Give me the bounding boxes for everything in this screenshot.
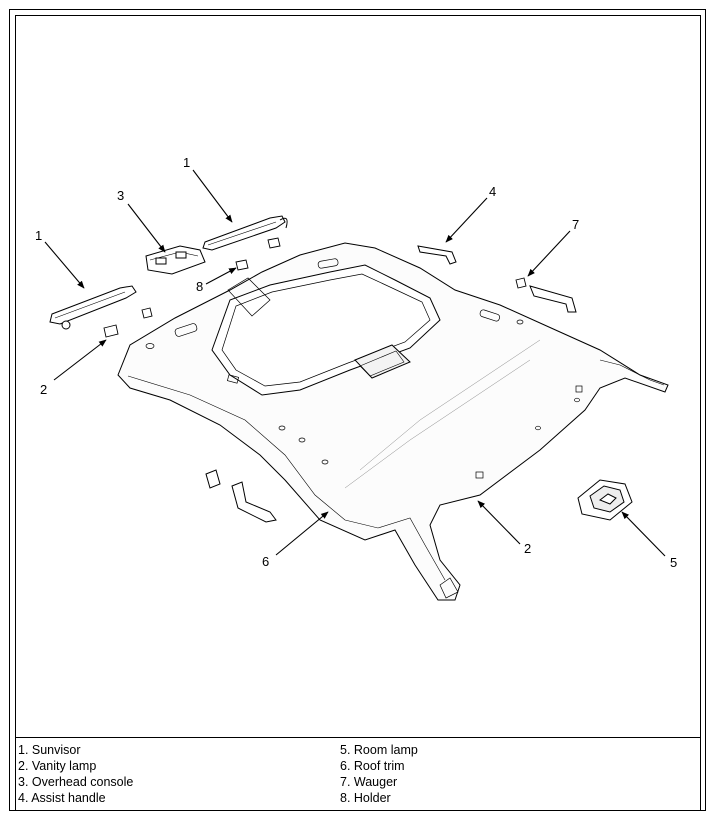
- callout-sunvisor-left: 1: [35, 228, 42, 243]
- sunroof-opening: [211, 264, 441, 396]
- callout-holder: 8: [196, 279, 203, 294]
- legend-item: 7. Wauger: [340, 775, 398, 789]
- callout-sunvisor-right: 1: [183, 155, 190, 170]
- callout-overhead-console: 3: [117, 188, 124, 203]
- figure-inner-frame: [15, 15, 701, 811]
- legend-item: 4. Assist handle: [18, 791, 106, 805]
- assist-handle-part: [417, 245, 457, 265]
- legend-item: 6. Roof trim: [340, 759, 405, 773]
- wauger-handle-part: [529, 285, 577, 313]
- leader-lines: [44, 169, 666, 557]
- legend-item: 3. Overhead console: [18, 775, 134, 789]
- legend-item: 5. Room lamp: [340, 743, 418, 757]
- callout-wauger: 7: [572, 217, 579, 232]
- callout-vanity-lamp: 2: [40, 382, 47, 397]
- legend-right-column: 5. Room lamp 6. Roof trim 7. Wauger 8. H…: [340, 742, 418, 806]
- legend-left-column: 1. Sunvisor 2. Vanity lamp 3. Overhead c…: [18, 742, 133, 806]
- callout-roof-trim: 6: [262, 554, 269, 569]
- legend-divider: [15, 737, 701, 738]
- legend-item: 1. Sunvisor: [18, 743, 81, 757]
- small-clips: [103, 237, 527, 338]
- sunvisor-right-part: [202, 215, 288, 251]
- callout-assist-handle: 4: [489, 184, 496, 199]
- roof-trim-details: [145, 258, 583, 599]
- callout-numbers: 1 1 3 4 7 8 2 6 2 5: [35, 155, 677, 570]
- rear-assist-handle-part: [205, 469, 277, 523]
- sunvisor-left-part: [49, 285, 137, 330]
- overhead-console-part: [145, 245, 206, 275]
- callout-vanity-lamp-rear: 2: [524, 541, 531, 556]
- room-lamp-part: [577, 479, 633, 521]
- callout-room-lamp: 5: [670, 555, 677, 570]
- legend-item: 8. Holder: [340, 791, 391, 805]
- legend-item: 2. Vanity lamp: [18, 759, 97, 773]
